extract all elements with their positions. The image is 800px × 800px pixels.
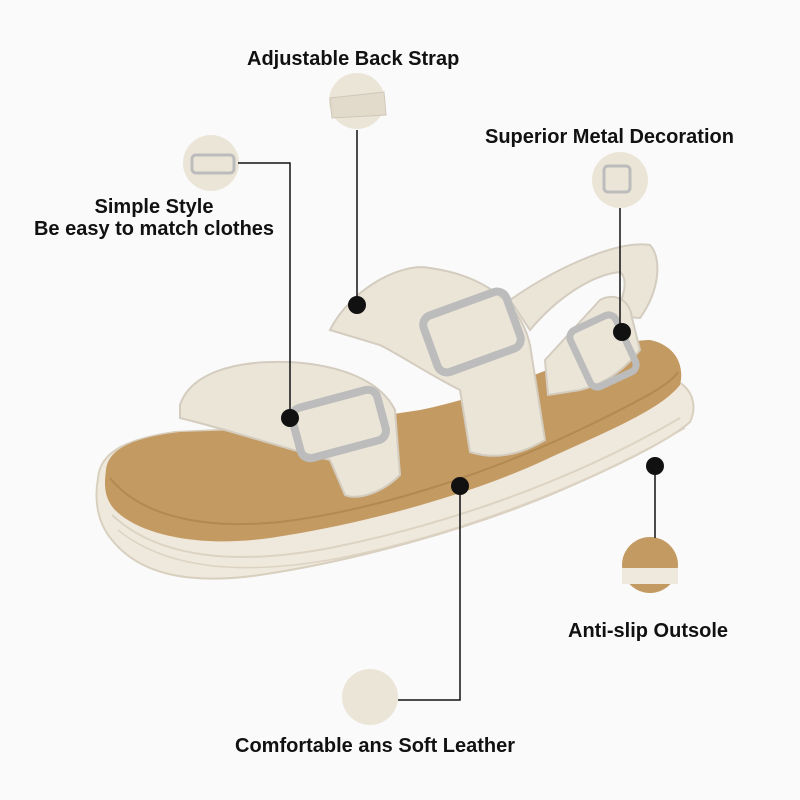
callout-lines: [238, 130, 656, 701]
outsole-detail-thumbnail: [622, 537, 678, 593]
metal-decoration-detail-thumbnail: [592, 152, 648, 208]
simple-style-line1: Simple Style: [94, 196, 214, 218]
rear-buckle: [566, 311, 640, 391]
simple-style-callout-dot: [281, 409, 299, 427]
leather-label: Comfortable ans Soft Leather: [235, 735, 516, 757]
back-strap-callout-dot: [348, 296, 366, 314]
metal-decoration-label: Superior Metal Decoration: [485, 126, 734, 148]
outsole-label: Anti-slip Outsole: [568, 620, 728, 642]
callout-dots: [281, 296, 664, 495]
simple-style-line2: Be easy to match clothes: [33, 218, 275, 240]
leather-detail-thumbnail: [342, 669, 398, 725]
back-strap-label: Adjustable Back Strap: [247, 48, 460, 70]
simple-style-label: Simple Style Be easy to match clothes: [20, 196, 288, 240]
leather-callout-dot: [451, 477, 469, 495]
outsole-callout-dot: [646, 457, 664, 475]
front-buckle: [288, 385, 390, 463]
detail-thumbnails: [183, 73, 678, 725]
metal-decoration-callout-dot: [613, 323, 631, 341]
sandal-product-image: [95, 243, 695, 580]
simple-style-detail-thumbnail: [183, 135, 239, 191]
middle-buckle: [419, 287, 525, 377]
